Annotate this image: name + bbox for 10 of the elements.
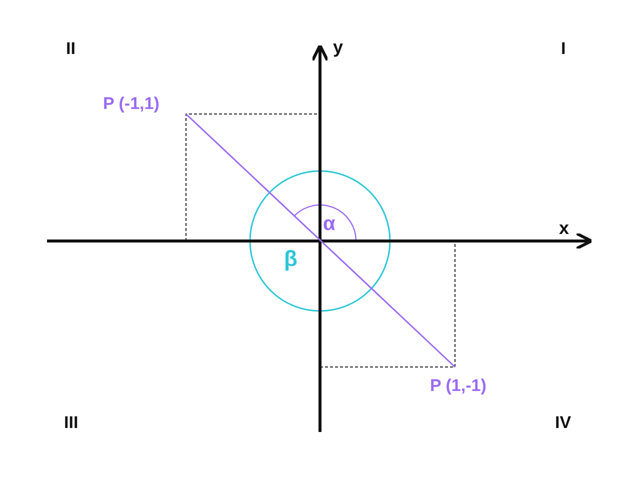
axis-label: x <box>559 219 570 237</box>
point-label: P (-1,1) <box>103 95 160 112</box>
quadrant-label: I <box>561 40 566 57</box>
quadrant-label: III <box>64 414 78 431</box>
angle-label: α <box>323 214 336 234</box>
quadrant-label: II <box>66 40 76 57</box>
angle-label: β <box>284 248 298 270</box>
axis-label: y <box>333 38 344 56</box>
quadrant-label: IV <box>555 414 572 431</box>
point-label: P (1,-1) <box>430 377 486 394</box>
